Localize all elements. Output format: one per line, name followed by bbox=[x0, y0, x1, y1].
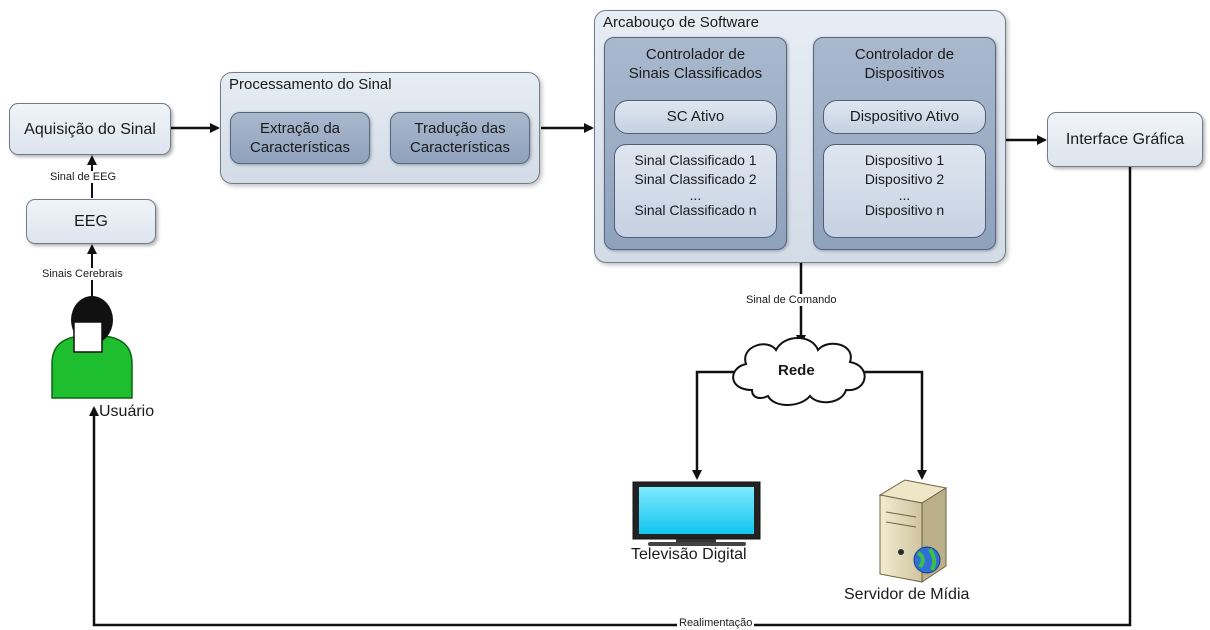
active-classified-signal-box: SC Ativo bbox=[614, 100, 777, 134]
media-server-label: Servidor de Mídia bbox=[844, 586, 970, 603]
feature-translation-box: Tradução das Características bbox=[390, 112, 530, 164]
classified-signals-list: Sinal Classificado 1 Sinal Classificado … bbox=[614, 144, 777, 238]
signal-acquisition-label: Aquisição do Sinal bbox=[24, 120, 156, 138]
server-icon bbox=[878, 479, 948, 583]
devices-list: Dispositivo 1 Dispositivo 2 ... Disposit… bbox=[823, 144, 986, 238]
eeg-box: EEG bbox=[26, 199, 156, 244]
signal-processing-title: Processamento do Sinal bbox=[229, 76, 392, 93]
digital-tv-label: Televisão Digital bbox=[631, 546, 747, 563]
active-classified-signal-label: SC Ativo bbox=[666, 108, 725, 125]
edge-network-to-tv bbox=[692, 370, 740, 480]
list-item: ... bbox=[689, 187, 702, 203]
network-label: Rede bbox=[778, 362, 815, 379]
signal-acquisition-box: Aquisição do Sinal bbox=[9, 103, 171, 155]
brain-signals-edge-label: Sinais Cerebrais bbox=[40, 268, 125, 280]
device-controller-title: Controlador de Dispositivos bbox=[854, 46, 955, 82]
list-item: Dispositivo 1 bbox=[864, 152, 945, 168]
feature-extraction-box: Extração da Características bbox=[230, 112, 370, 164]
feature-translation-label: Tradução das Características bbox=[409, 120, 511, 156]
graphical-interface-box: Interface Gráfica bbox=[1047, 112, 1203, 167]
list-item: Sinal Classificado 2 bbox=[634, 171, 757, 187]
eeg-label: EEG bbox=[74, 213, 108, 230]
classified-signals-controller-title: Controlador de Sinais Classificados bbox=[628, 46, 763, 82]
software-framework-title: Arcabouço de Software bbox=[603, 14, 759, 31]
feedback-edge-label: Realimentação bbox=[677, 617, 755, 629]
active-device-label: Dispositivo Ativo bbox=[849, 108, 960, 125]
edge-feedback-loop bbox=[89, 165, 1132, 627]
user-label: Usuário bbox=[99, 403, 155, 420]
user-person-icon bbox=[51, 296, 133, 399]
list-item: Sinal Classificado n bbox=[634, 202, 757, 218]
cloud-icon bbox=[732, 337, 866, 406]
list-item: Dispositivo 2 bbox=[864, 171, 945, 187]
television-icon bbox=[632, 481, 761, 546]
feature-extraction-label: Extração da Características bbox=[249, 120, 351, 156]
list-item: ... bbox=[898, 187, 911, 203]
eeg-signal-edge-label: Sinal de EEG bbox=[48, 171, 119, 183]
list-item: Dispositivo n bbox=[864, 202, 945, 218]
active-device-box: Dispositivo Ativo bbox=[823, 100, 986, 134]
command-signal-edge-label: Sinal de Comando bbox=[744, 294, 839, 306]
graphical-interface-label: Interface Gráfica bbox=[1065, 131, 1185, 148]
list-item: Sinal Classificado 1 bbox=[634, 152, 757, 168]
edge-network-to-server bbox=[862, 370, 927, 480]
